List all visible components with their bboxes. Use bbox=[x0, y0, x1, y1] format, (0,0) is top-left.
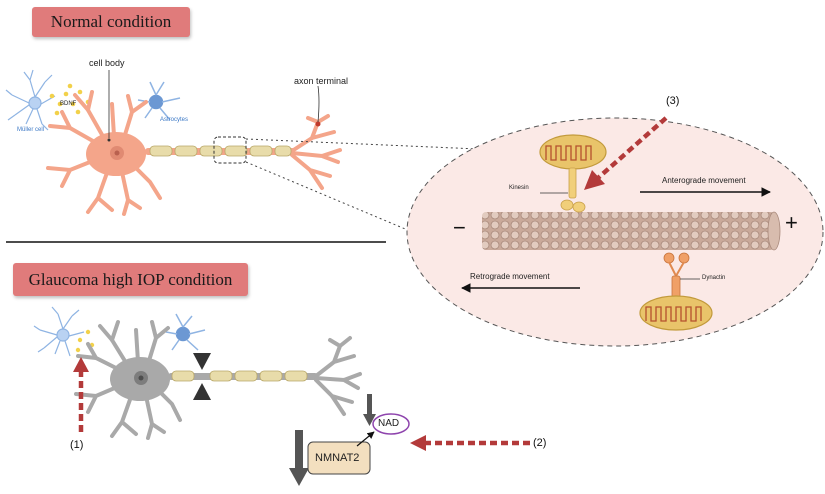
step-1-label: (1) bbox=[70, 439, 84, 451]
muller-cell-label: Müller cell bbox=[17, 127, 45, 133]
bdnf-label: BDNF bbox=[60, 101, 77, 107]
astrocyte-glaucoma bbox=[165, 313, 206, 351]
nmnat2-to-nad-arrow bbox=[356, 431, 375, 447]
red-arrow-1 bbox=[73, 357, 89, 432]
nmnat2-label: NMNAT2 bbox=[315, 452, 360, 464]
myelin-glaucoma bbox=[171, 370, 308, 382]
red-arrow-3 bbox=[584, 116, 668, 190]
step-2-label: (2) bbox=[533, 437, 547, 449]
step-3-label: (3) bbox=[666, 95, 680, 107]
normal-condition-title: Normal condition bbox=[32, 7, 190, 37]
axon-compression-wedges bbox=[193, 353, 211, 400]
cell-body-label: cell body bbox=[89, 58, 125, 68]
zoom-box bbox=[213, 136, 247, 164]
kinesin-motor bbox=[560, 167, 586, 213]
axon-terminal-label: axon terminal bbox=[294, 76, 349, 86]
nad-down-arrow bbox=[363, 394, 376, 426]
muller-cell-glaucoma bbox=[33, 306, 85, 357]
muller-cell-normal bbox=[5, 69, 56, 131]
plus-end-label: + bbox=[785, 210, 798, 235]
nad-ellipse bbox=[372, 413, 410, 435]
dynactin-motor bbox=[663, 252, 690, 301]
mitochondrion-top bbox=[539, 134, 607, 170]
axon-terminal-pointer bbox=[317, 85, 320, 123]
zoom-line-top bbox=[245, 138, 479, 150]
dynactin-label: Dynactin bbox=[702, 275, 726, 281]
mitochondrion-bottom bbox=[639, 295, 713, 331]
red-arrow-2 bbox=[410, 435, 530, 451]
kinesin-label: Kinesin bbox=[509, 185, 529, 191]
minus-end-label: − bbox=[453, 215, 466, 240]
zoom-line-bottom bbox=[245, 161, 411, 232]
bdnf-particles-glaucoma bbox=[75, 329, 95, 353]
nmnat2-box bbox=[307, 441, 371, 475]
nad-label: NAD bbox=[378, 418, 400, 429]
myelin-normal bbox=[149, 145, 292, 157]
anterograde-label: Anterograde movement bbox=[662, 176, 746, 185]
nmnat2-down-arrow bbox=[289, 430, 309, 486]
bdnf-particles bbox=[49, 83, 91, 116]
microtubule bbox=[482, 211, 781, 251]
retrograde-label: Retrograde movement bbox=[470, 272, 550, 281]
astrocytes-label: Astrocytes bbox=[160, 117, 189, 123]
glaucoma-condition-title: Glaucoma high IOP condition bbox=[13, 263, 248, 296]
